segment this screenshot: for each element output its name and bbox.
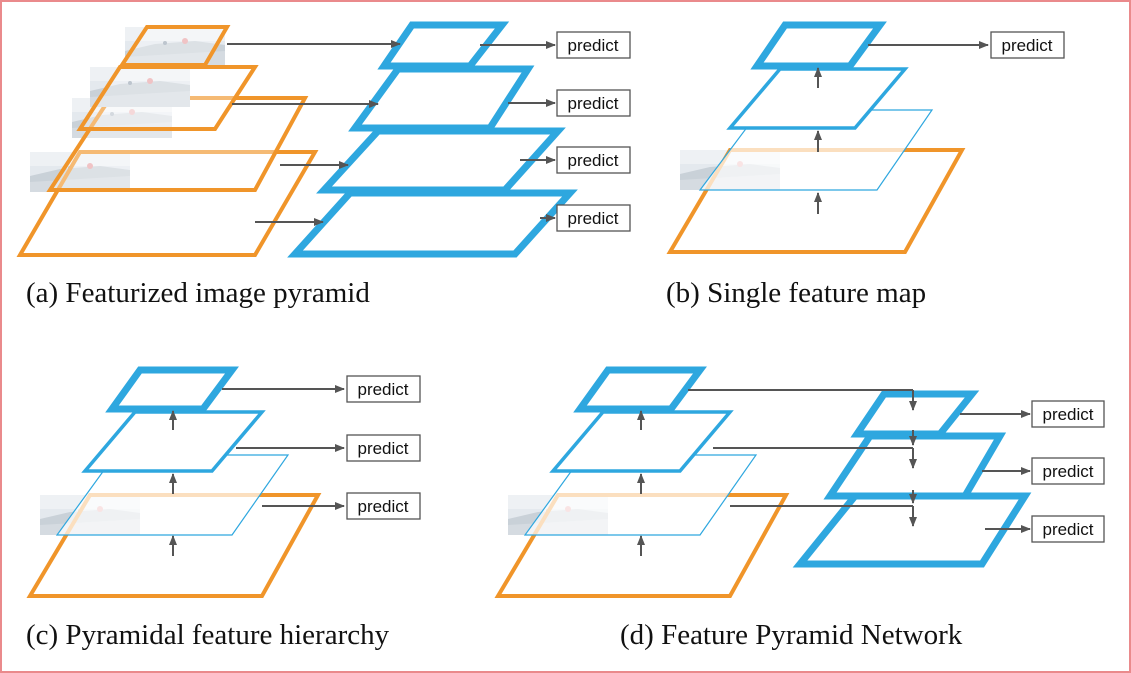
predict-box: predict xyxy=(1031,515,1105,543)
predict-box: predict xyxy=(556,31,631,59)
panel-c-pyramidal-feature-hierarchy: predict predict predict (c) Pyramidal fe… xyxy=(26,366,421,651)
predict-box: predict xyxy=(1031,457,1105,485)
feature-map-level-3 xyxy=(105,366,239,413)
predict-label: predict xyxy=(567,209,618,228)
image-layer-4 xyxy=(118,25,231,67)
feature-map-3 xyxy=(348,65,535,132)
predict-box: predict xyxy=(556,146,631,174)
caption-c: (c) Pyramidal feature hierarchy xyxy=(26,619,390,651)
image-layer-1 xyxy=(16,150,319,257)
predict-box: predict xyxy=(346,375,421,403)
image-layer-2 xyxy=(46,96,309,192)
feature-map-4 xyxy=(377,21,510,70)
bottom-up-level-2 xyxy=(549,410,734,473)
bottom-up-level-1 xyxy=(523,454,758,536)
predict-label: predict xyxy=(567,94,618,113)
bottom-up-level-3 xyxy=(573,366,707,413)
predict-label: predict xyxy=(1042,405,1093,424)
panel-a-image-pyramid: predict predict predict predict (a) Feat… xyxy=(16,21,631,309)
caption-a: (a) Featurized image pyramid xyxy=(26,277,370,309)
predict-label: predict xyxy=(357,380,408,399)
predict-label: predict xyxy=(567,36,618,55)
predict-box: predict xyxy=(1031,400,1105,428)
predict-label: predict xyxy=(1042,520,1093,539)
feature-map-2 xyxy=(316,127,566,194)
caption-d: (d) Feature Pyramid Network xyxy=(620,619,963,651)
panel-d-feature-pyramid-network: predict predict predict (d) Feature Pyra… xyxy=(494,366,1105,651)
feature-map-mid xyxy=(726,67,909,130)
predict-label: predict xyxy=(1001,36,1052,55)
predict-label: predict xyxy=(1042,462,1093,481)
image-layer-3 xyxy=(76,65,259,131)
feature-map-level-1 xyxy=(55,454,290,536)
predict-label: predict xyxy=(357,497,408,516)
predict-box: predict xyxy=(346,492,421,520)
predict-box: predict xyxy=(990,31,1065,59)
panel-b-single-feature-map: predict (b) Single feature map xyxy=(666,21,1065,309)
predict-box: predict xyxy=(556,89,631,117)
predict-box: predict xyxy=(556,204,631,232)
top-down-level-3 xyxy=(850,390,980,438)
predict-label: predict xyxy=(357,439,408,458)
feature-map-thin xyxy=(698,109,934,191)
feature-map-level-2 xyxy=(81,410,266,473)
top-down-level-2 xyxy=(823,432,1007,500)
feature-map-1 xyxy=(287,189,578,258)
predict-box: predict xyxy=(346,434,421,462)
feature-map-top xyxy=(750,21,887,70)
caption-b: (b) Single feature map xyxy=(666,277,926,309)
predict-label: predict xyxy=(567,151,618,170)
